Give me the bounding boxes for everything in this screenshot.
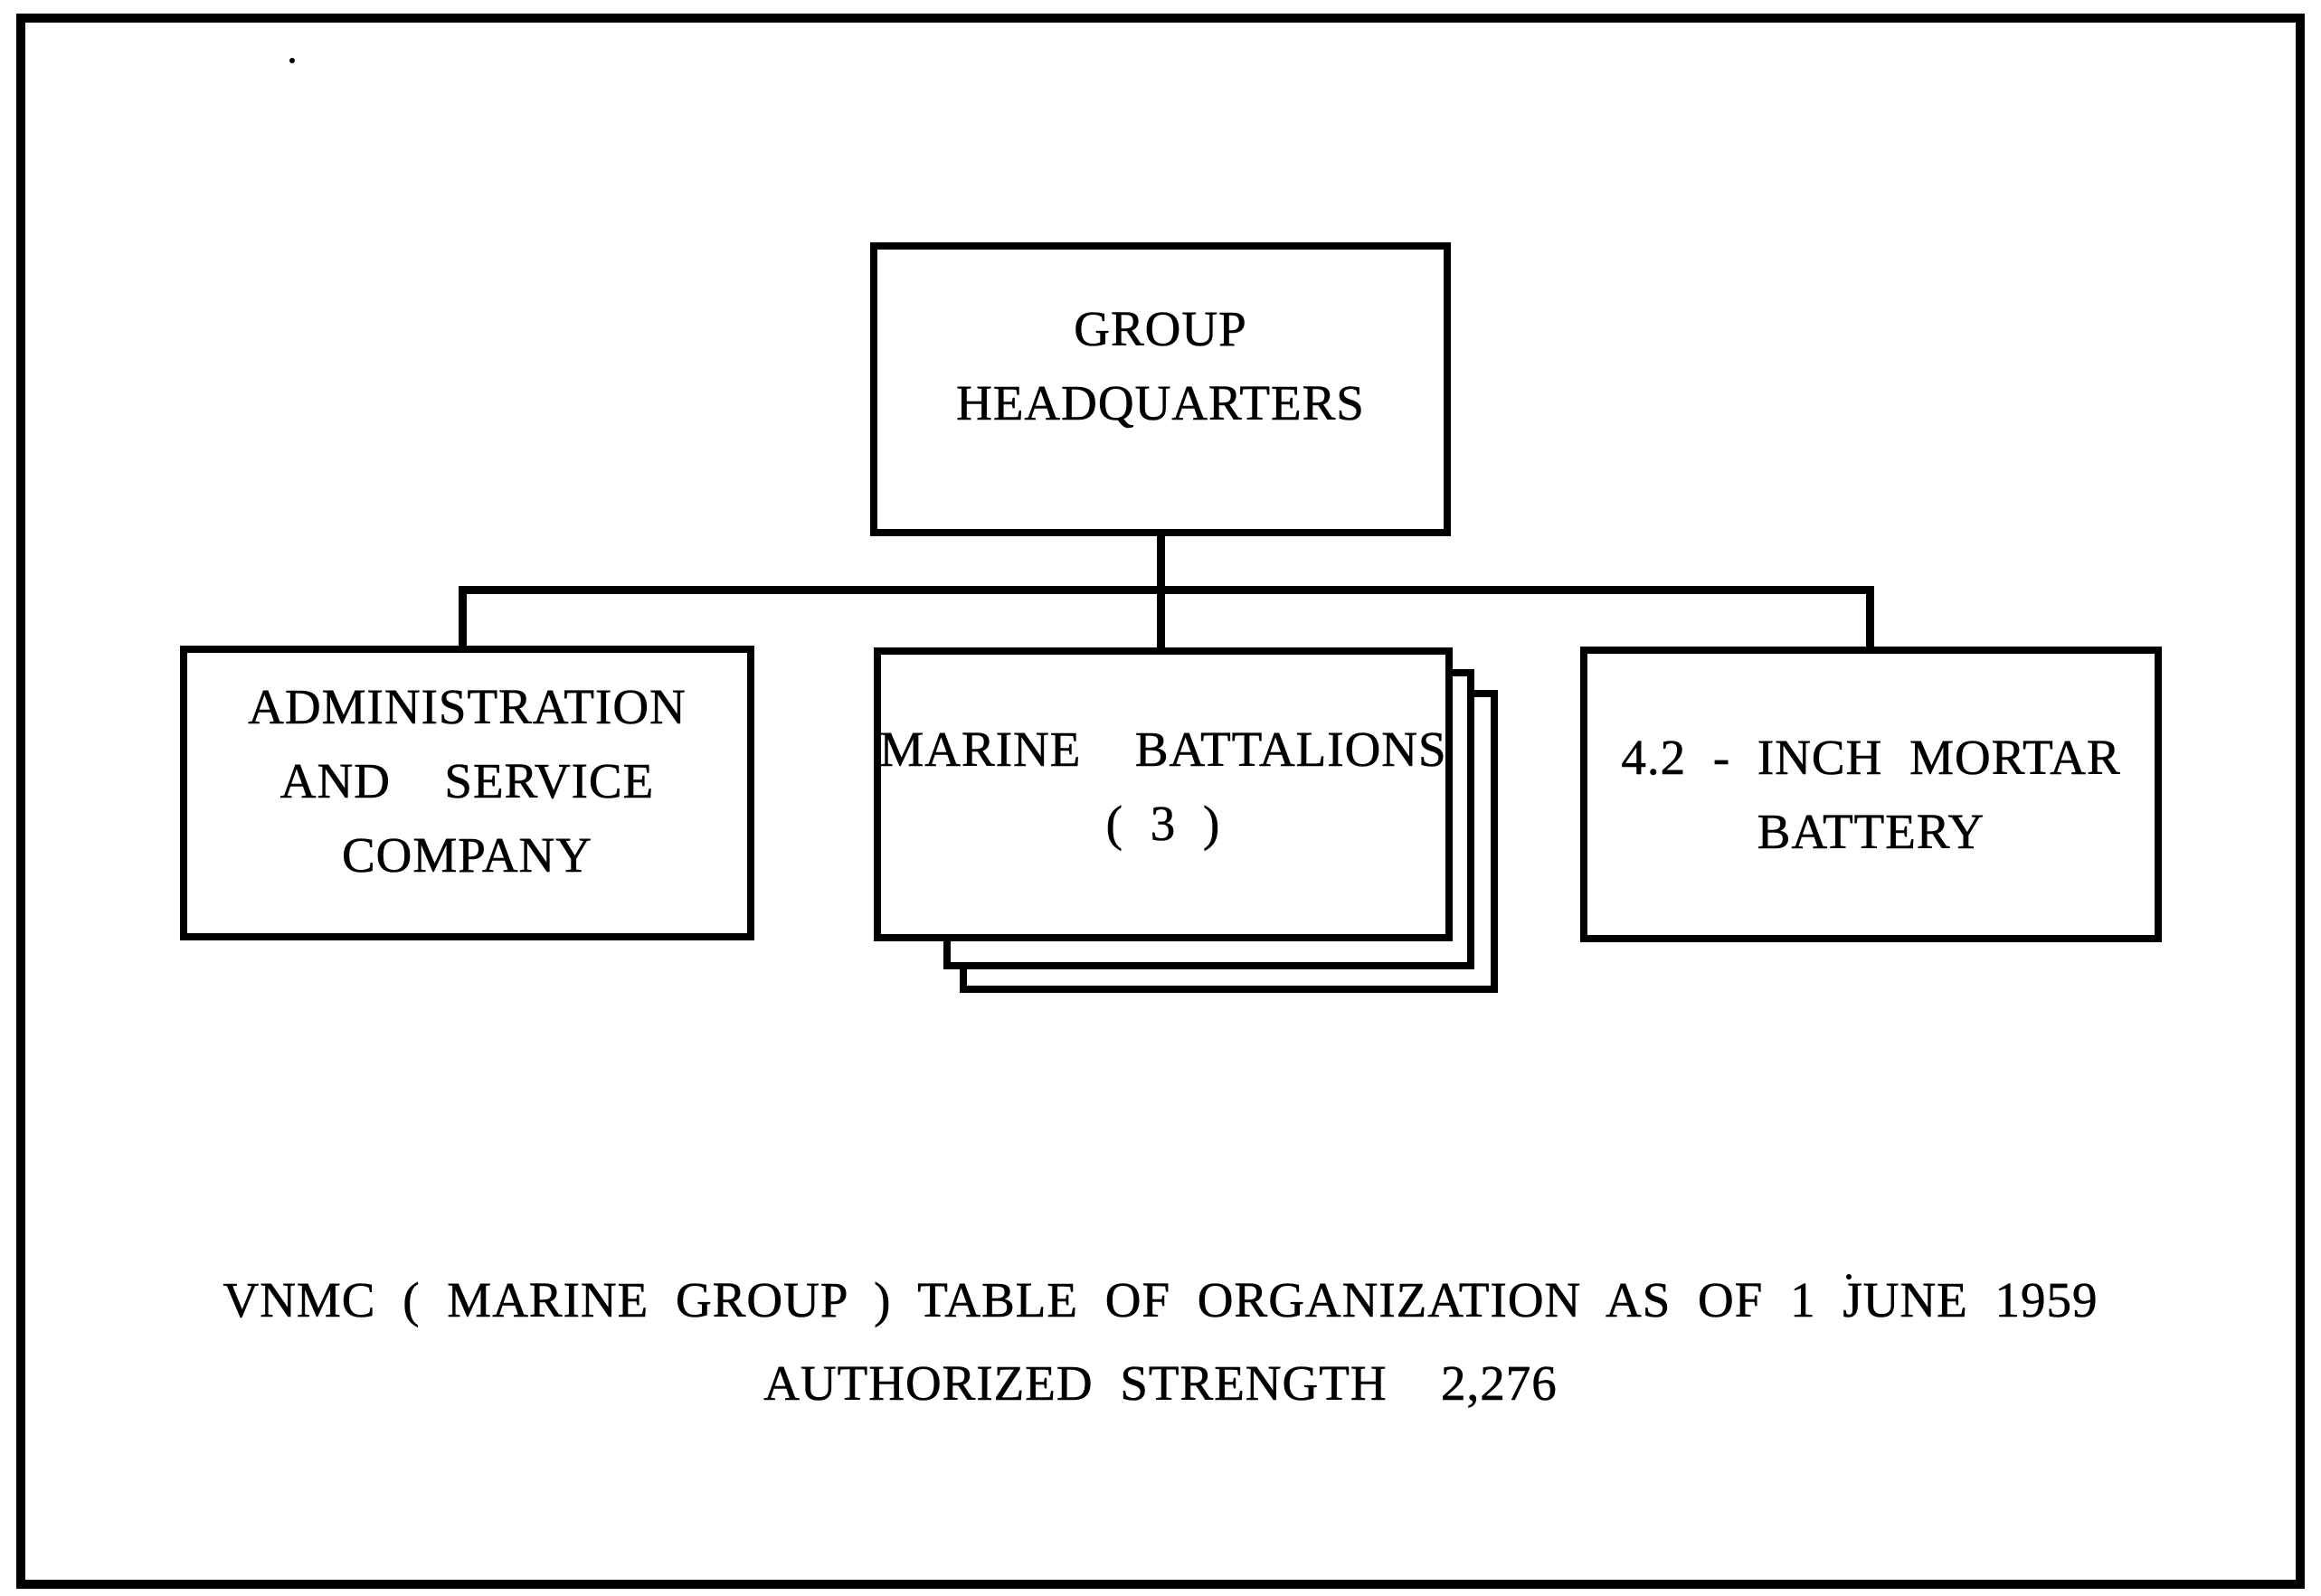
connector-horizontal-bar [459,586,1874,594]
node-label-line: ( 3 ) [1105,795,1221,851]
node-label-line: HEADQUARTERS [956,374,1365,430]
scan-speck [289,58,295,63]
node-label-line: MARINE BATTALIONS [879,721,1447,777]
node-marine-battalions: MARINE BATTALIONS ( 3 ) [874,647,1453,941]
connector-drop-mortar [1866,586,1874,654]
node-label-line: AND SERVICE [279,753,655,809]
caption-strength-line: AUTHORIZED STRENGTH 2,276 [763,1355,1558,1411]
scan-speck [1846,1274,1852,1280]
node-label-line: GROUP [1074,300,1247,356]
node-group-headquarters: GROUP HEADQUARTERS [870,242,1451,536]
node-label-line: COMPANY [341,827,592,883]
node-label-line: 4.2 - INCH MORTAR [1621,729,2121,785]
node-label-line: BATTERY [1757,803,1985,859]
outer-border-frame [16,14,2305,1589]
caption-title-line: VNMC ( MARINE GROUP ) TABLE OF ORGANIZAT… [223,1272,2098,1327]
node-label-line: ADMINISTRATION [248,679,687,735]
chart-caption: VNMC ( MARINE GROUP ) TABLE OF ORGANIZAT… [0,1272,2321,1411]
node-administration-service-company: ADMINISTRATION AND SERVICE COMPANY [180,646,754,940]
connector-drop-admin [459,586,467,653]
node-mortar-battery: 4.2 - INCH MORTAR BATTERY [1580,647,2162,942]
